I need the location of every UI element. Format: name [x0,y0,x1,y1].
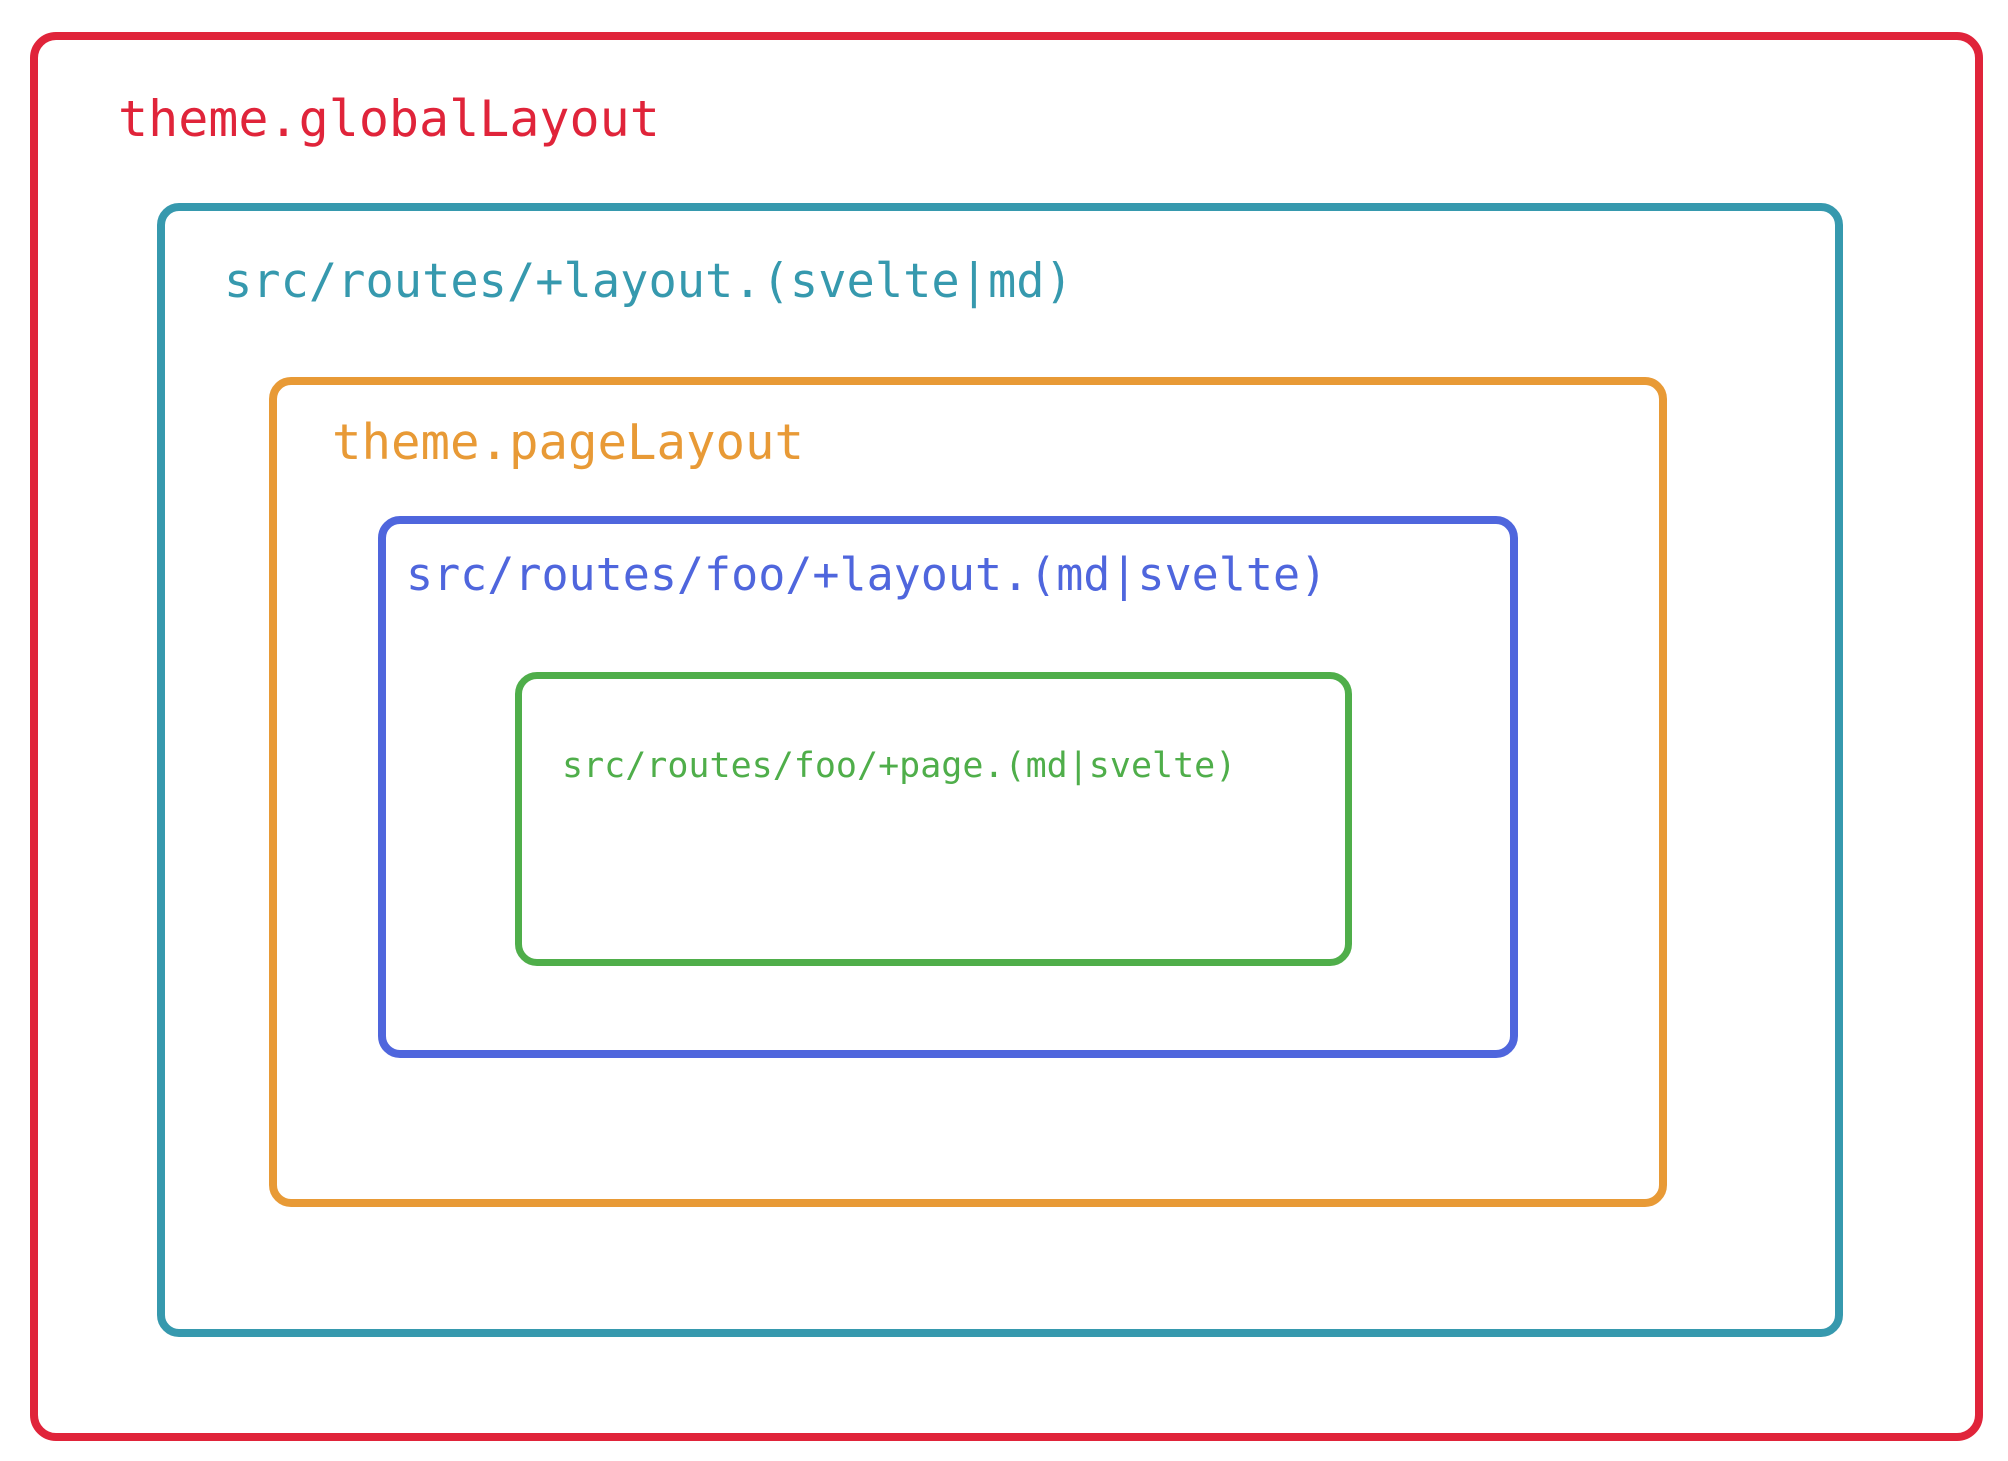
global-layout-label: theme.globalLayout [118,90,660,148]
page-layout-frame [269,377,1667,1207]
foo-page-label: src/routes/foo/+page.(md|svelte) [562,746,1237,786]
root-layout-frame [157,203,1843,1337]
foo-layout-frame [378,516,1518,1058]
foo-layout-label: src/routes/foo/+layout.(md|svelte) [406,548,1328,601]
foo-page-frame [515,672,1352,966]
global-layout-frame [30,32,1983,1441]
page-layout-label: theme.pageLayout [332,414,805,471]
root-layout-label: src/routes/+layout.(svelte|md) [224,254,1073,309]
